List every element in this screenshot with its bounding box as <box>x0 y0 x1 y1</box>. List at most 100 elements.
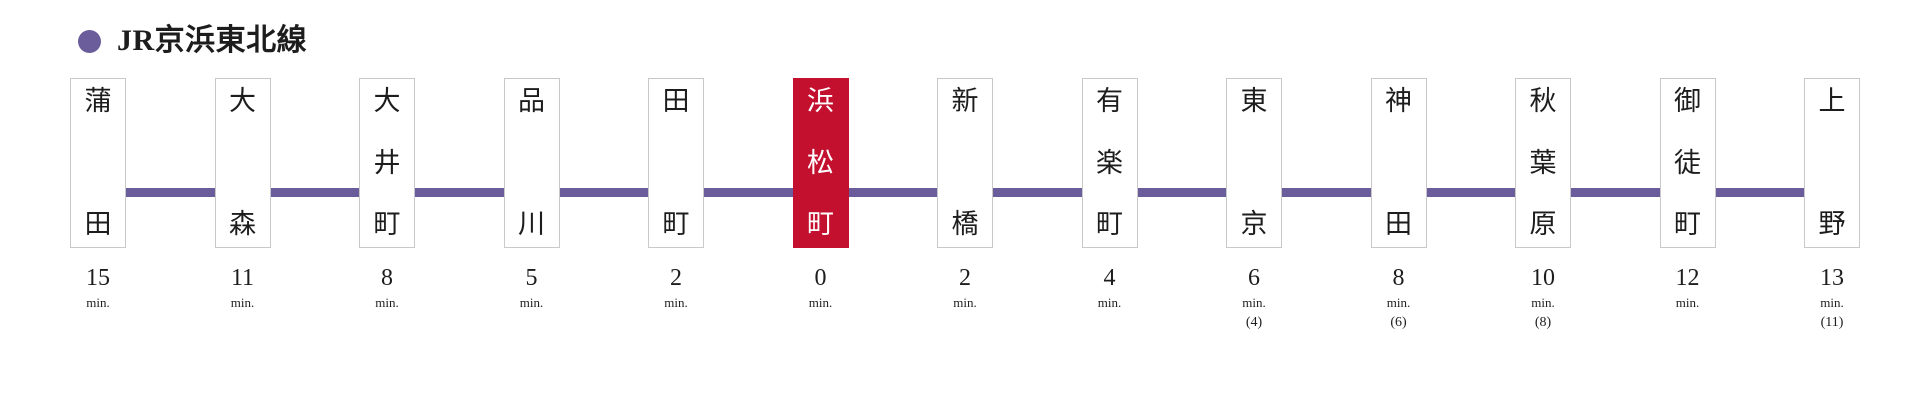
travel-time-unit: min. <box>1675 295 1700 310</box>
station-name-char: 新 <box>951 86 979 116</box>
station-name-box[interactable]: 有楽町 <box>1081 78 1138 248</box>
line-color-dot <box>78 29 101 53</box>
rail-segment <box>531 188 670 197</box>
station-name-char: 大 <box>229 86 256 116</box>
travel-time: 10 min. (8) <box>1531 266 1555 330</box>
travel-time-value: 12 <box>1675 265 1700 291</box>
station-name-box[interactable]: 蒲田 <box>70 78 126 248</box>
station-name-char: 秋 <box>1529 86 1557 116</box>
station-name-char: 葉 <box>1529 147 1557 178</box>
line-header: JR京浜東北線 <box>78 26 307 56</box>
station-name-char: 徒 <box>1674 147 1701 178</box>
travel-time-value: 4 <box>1103 265 1116 291</box>
travel-time-value: 6 <box>1247 265 1260 291</box>
travel-time-unit: min. <box>1242 295 1266 310</box>
travel-time-unit: min. <box>375 295 399 310</box>
station-name-char: 御 <box>1674 86 1701 116</box>
station-name-char: 田 <box>1385 209 1412 239</box>
rail-segment <box>98 188 236 197</box>
travel-time-unit: min. <box>1531 295 1555 310</box>
rail-segment <box>1687 188 1826 197</box>
station-name-char: 品 <box>518 86 545 116</box>
station-name-char: 町 <box>1096 209 1123 239</box>
station-name-char: 上 <box>1818 86 1846 116</box>
travel-time-unit: min. <box>1386 295 1411 310</box>
station-name-char: 神 <box>1385 86 1412 116</box>
station-name-char: 松 <box>807 147 834 178</box>
station-name-box[interactable]: 上野 <box>1804 78 1860 248</box>
station-name-box[interactable]: 品川 <box>503 78 560 248</box>
travel-time-alt: (8) <box>1534 315 1552 330</box>
travel-time-unit: min. <box>86 295 110 310</box>
rail-segment <box>1109 188 1248 197</box>
station-name-box[interactable]: 御徒町 <box>1659 78 1716 248</box>
station-name-char: 楽 <box>1096 147 1123 178</box>
station-蒲田[interactable]: 蒲田 15 min. <box>70 78 236 316</box>
travel-time-value: 5 <box>525 265 538 291</box>
station-name-char: 浜 <box>807 86 834 116</box>
station-name-box[interactable]: 秋葉原 <box>1515 78 1571 248</box>
station-name-box[interactable]: 田町 <box>648 78 704 248</box>
rail-segment <box>965 188 1103 197</box>
travel-time-value: 13 <box>1820 265 1844 291</box>
station-name-box[interactable]: 新橋 <box>937 78 993 248</box>
station-name-char: 蒲 <box>84 86 112 116</box>
travel-time-alt: (6) <box>1390 315 1407 330</box>
travel-time-value: 2 <box>958 265 971 291</box>
station-name-box[interactable]: 浜松町 <box>792 78 849 248</box>
station-name-char: 京 <box>1240 209 1268 239</box>
travel-time-value: 2 <box>669 265 682 291</box>
station-name-box[interactable]: 東京 <box>1226 78 1282 248</box>
rail-segment <box>1398 188 1537 197</box>
travel-time-value: 15 <box>86 265 110 291</box>
station-田町[interactable]: 田町 2 min. <box>648 78 814 316</box>
travel-time-value: 10 <box>1531 265 1555 291</box>
rail-segment <box>820 188 959 197</box>
station-name-box[interactable]: 神田 <box>1370 78 1427 248</box>
station-浜松町[interactable]: 浜松町 0 min. <box>792 78 959 316</box>
travel-time-alt: (4) <box>1245 315 1263 330</box>
station-name-char: 橋 <box>951 209 979 239</box>
travel-time: 8 min. <box>375 266 398 316</box>
travel-time-unit: min. <box>808 295 833 310</box>
station-name-char: 川 <box>518 209 545 239</box>
rail-segment <box>387 188 525 197</box>
travel-time-unit: min. <box>664 295 688 310</box>
line-title: JR京浜東北線 <box>117 24 308 57</box>
station-name-box[interactable]: 大森 <box>214 78 271 248</box>
travel-time-value: 8 <box>380 265 393 291</box>
station-name-char: 森 <box>229 209 256 239</box>
station-name-char: 町 <box>807 209 834 239</box>
rail-segment <box>242 188 381 197</box>
rail-segment <box>676 188 814 197</box>
station-name-char: 東 <box>1240 86 1268 116</box>
travel-time-value: 0 <box>814 265 827 291</box>
station-name-box[interactable]: 大井町 <box>359 78 415 248</box>
station-name-char: 大 <box>373 86 401 116</box>
station-name-char: 田 <box>662 86 690 116</box>
station-name-char: 野 <box>1818 209 1846 239</box>
travel-time: 6 min. (4) <box>1242 266 1265 330</box>
travel-time: 15 min. <box>86 266 110 316</box>
travel-time-value: 8 <box>1392 265 1405 291</box>
station-name-char: 井 <box>373 147 401 178</box>
rail-segment <box>1254 188 1392 197</box>
